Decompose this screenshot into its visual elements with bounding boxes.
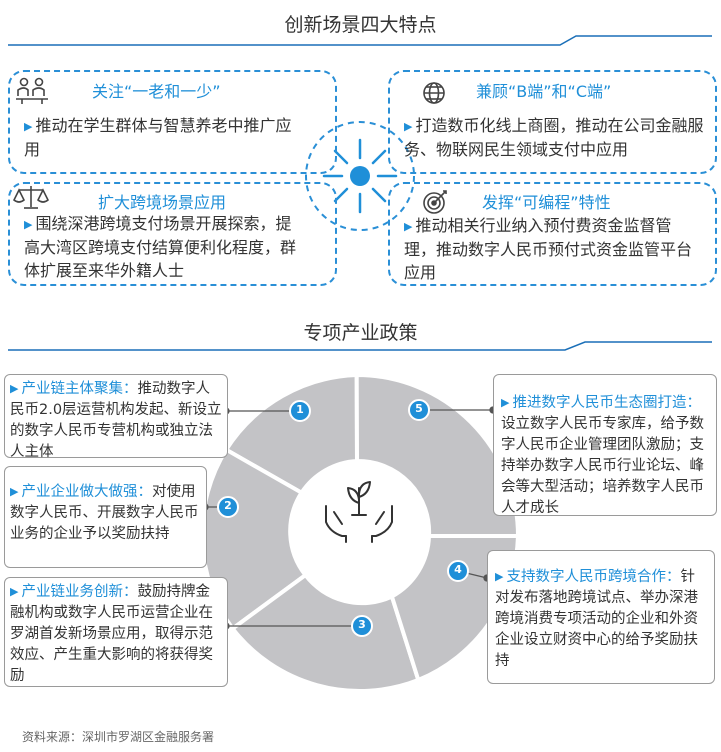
policy-text-4: ▶支持数字人民币跨境合作：针对发布落地跨境试点、举办深港跨境消费专项活动的企业和… — [495, 569, 698, 669]
policy-card-5 — [493, 374, 717, 516]
policy-text-1: ▶产业链主体聚集：推动数字人民币2.0层运营机构发起、新设立的数字人民币专营机构… — [10, 381, 222, 460]
marker-number-1: 1 — [296, 403, 304, 416]
section1-rule — [8, 35, 712, 46]
source-note: 资料来源：深圳市罗湖区金融服务署 — [22, 730, 215, 744]
donut-segment-1 — [223, 372, 360, 496]
feature-title-1: 关注“一老和一少” — [92, 82, 221, 101]
policy-text-2: ▶产业企业做大做强：对使用数字人民币、开展数字人民币业务的企业予以奖励扶持 — [10, 484, 199, 542]
marker-number-5: 5 — [415, 402, 423, 415]
policy-text-5: ▶推进数字人民币生态圈打造：设立数字人民币专家库，给予数字人民币企业管理团队激励… — [501, 395, 704, 516]
feature-text-4: ▶推动相关行业纳入预付费资金监督管理，推动数字人民币预付式资金监管平台应用 — [404, 216, 693, 282]
feature-title-4: 发挥“可编程”特性 — [482, 193, 611, 212]
people-meeting-icon — [16, 77, 48, 104]
feature-card-2 — [388, 70, 717, 174]
section2-title: 专项产业政策 — [303, 322, 418, 344]
globe-icon — [423, 82, 445, 104]
policy-donut — [200, 372, 521, 693]
number-markers — [217, 399, 469, 637]
marker-number-3: 3 — [358, 618, 366, 631]
center-sun-icon — [305, 121, 415, 231]
policy-card-1 — [4, 374, 228, 458]
feature-card-1 — [8, 70, 337, 174]
marker-number-4: 4 — [454, 563, 462, 576]
section1-title: 创新场景四大特点 — [284, 14, 437, 36]
marker-number-2: 2 — [224, 499, 232, 512]
target-icon — [423, 190, 447, 214]
feature-title-3: 扩大跨境场景应用 — [98, 193, 227, 212]
policy-card-2 — [4, 466, 207, 568]
feature-text-2: ▶打造数币化线上商圈，推动在公司金融服务、物联网民生领域支付中应用 — [404, 116, 704, 159]
hands-plant-icon — [325, 481, 393, 543]
feature-text-1: ▶推动在学生群体与智慧养老中推广应用 — [24, 116, 292, 159]
policy-card-3 — [4, 577, 228, 687]
policy-card-4 — [487, 550, 715, 684]
donut-segment-3 — [229, 572, 421, 693]
feature-title-2: 兼顾“B端”和“C端” — [476, 82, 612, 101]
feature-card-4 — [388, 182, 717, 286]
feature-card-3 — [8, 182, 337, 286]
policy-text-3: ▶产业链业务创新：鼓励持牌金融机构或数字人民币运营企业在罗湖首发新场景应用，取得… — [10, 584, 213, 684]
feature-text-3: ▶围绕深港跨境支付场景开展探索，提高大湾区跨境支付结算便利化程度，群体扩展至来华… — [24, 214, 297, 280]
section2-rule — [8, 341, 712, 351]
